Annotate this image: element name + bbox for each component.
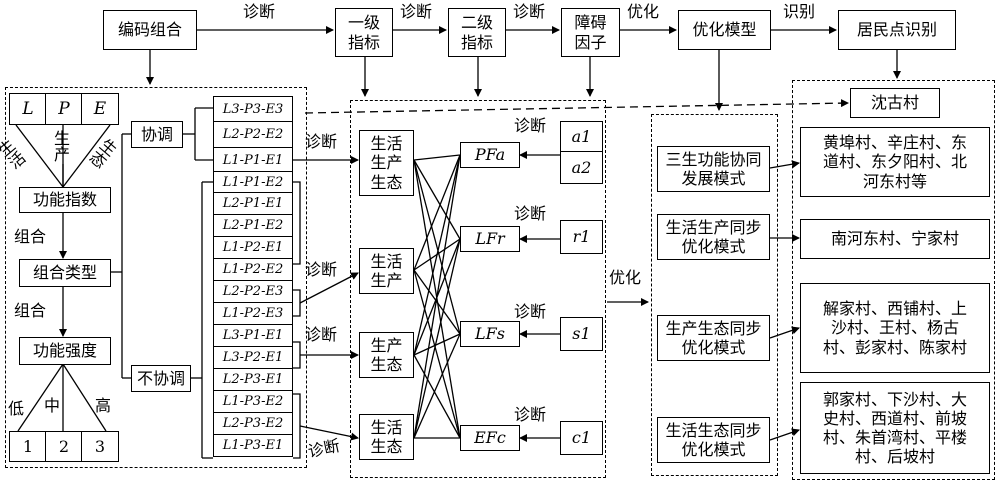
combo-row: L1-P2-E3: [213, 303, 293, 325]
combo-row: L1-P3-E2: [213, 391, 293, 413]
lpe-p-cell: P: [45, 93, 83, 125]
combo-row: L2-P3-E1: [213, 369, 293, 391]
factor-r1: r1: [560, 220, 603, 254]
village-group-1: 黄埠村、辛庄村、东道村、东夕阳村、北河东村等: [800, 127, 990, 197]
lpe-e-cell: E: [81, 93, 119, 125]
uncoordinate-box: 不协调: [131, 365, 191, 392]
func-index-box: 功能指数: [19, 187, 111, 213]
settlement-box: 居民点识别: [838, 10, 956, 50]
lpe-l-cell: L: [9, 93, 47, 125]
village-group-3: 解家村、西铺村、上沙村、王村、杨古村、彭家村、陈家村: [800, 283, 990, 373]
combo-row: L1-P2-E2: [213, 259, 293, 281]
mid-diag-label-3: 诊断: [305, 325, 338, 344]
level-value-3: 3: [81, 431, 119, 462]
uncoordinated-combo-list: L1-P1-E2 L2-P1-E1 L2-P1-E2 L1-P2-E1 L1-P…: [213, 171, 293, 457]
middle-region: [350, 100, 606, 478]
combine-label-1: 组合: [14, 227, 47, 246]
model-synergy: 三生功能协同发展模式: [657, 146, 770, 192]
combine-label-2: 组合: [14, 301, 47, 320]
village-shengu: 沈古村: [850, 88, 940, 118]
combo-row: L1-P3-E1: [213, 435, 293, 457]
func-strength-box: 功能强度: [19, 337, 111, 365]
indicator-lfr: LFr: [460, 226, 520, 252]
function-box-le: 生活 生态: [359, 414, 414, 460]
coordinated-combo-list: L3-P3-E3 L2-P2-E2 L1-P1-E1: [213, 96, 293, 174]
level1-box: 一级 指标: [335, 8, 393, 57]
optimize-label-top: 优化: [627, 2, 660, 21]
barrier-diag-label-1: 诊断: [514, 116, 547, 135]
barrier-box: 障碍 因子: [561, 8, 620, 57]
level-value-2: 2: [45, 431, 83, 462]
indicator-efc: EFc: [460, 425, 520, 451]
function-box-lpe: 生活 生产 生态: [359, 130, 414, 196]
combo-box: 编码组合: [103, 10, 197, 50]
function-box-lp: 生活 生产: [359, 248, 414, 294]
factor-s1: s1: [560, 317, 603, 351]
optimize-label-mid: 优化: [609, 268, 642, 287]
village-group-2: 南河东村、宁家村: [800, 219, 990, 259]
model-production-ecology: 生产生态同步优化模式: [657, 315, 770, 361]
diag-label-3: 诊断: [513, 2, 546, 21]
combo-type-box: 组合类型: [19, 259, 111, 287]
left-region: [5, 87, 307, 468]
identify-label: 识别: [783, 2, 816, 21]
level-mid: 中: [44, 396, 61, 415]
combo-row: L2-P2-E3: [213, 281, 293, 303]
village-group-4: 郭家村、下沙村、大史村、西道村、前坡村、朱首湾村、平楼村、后坡村: [800, 382, 990, 474]
village-region: [792, 80, 995, 480]
model-region: [651, 114, 778, 476]
level2-box: 二级 指标: [448, 8, 506, 57]
combo-row: L2-P3-E2: [213, 413, 293, 435]
level-high: 高: [95, 396, 112, 415]
factor-c1: c1: [560, 421, 603, 455]
barrier-diag-label-2: 诊断: [514, 204, 547, 223]
barrier-diag-label-3: 诊断: [514, 302, 547, 321]
model-life-production: 生活生产同步优化模式: [657, 214, 770, 260]
combo-row: L3-P3-E3: [213, 96, 293, 122]
function-box-pe: 生产 生态: [359, 332, 414, 378]
diag-label-1: 诊断: [243, 2, 276, 21]
combo-row: L2-P2-E2: [213, 122, 293, 148]
barrier-diag-label-4: 诊断: [514, 405, 547, 424]
factor-a1: a1: [560, 121, 603, 153]
diag-label-2: 诊断: [400, 2, 433, 21]
combo-row: L2-P1-E2: [213, 215, 293, 237]
model-life-ecology: 生活生态同步优化模式: [657, 417, 770, 463]
indicator-lfs: LFs: [460, 321, 520, 347]
combo-row: L1-P1-E1: [213, 148, 293, 174]
combo-row: L3-P2-E1: [213, 347, 293, 369]
factor-a2: a2: [560, 151, 603, 184]
combo-row: L1-P1-E2: [213, 171, 293, 193]
combo-row: L3-P1-E1: [213, 325, 293, 347]
combo-row: L1-P2-E1: [213, 237, 293, 259]
model-box: 优化模型: [678, 10, 771, 50]
coordinate-box: 协调: [131, 121, 183, 148]
mid-diag-label-2: 诊断: [305, 260, 338, 279]
mid-diag-label-1: 诊断: [305, 132, 338, 151]
level-value-1: 1: [9, 431, 47, 462]
level-low: 低: [8, 399, 25, 418]
tri-label-production: 生产: [51, 130, 70, 162]
combo-row: L2-P1-E1: [213, 193, 293, 215]
indicator-pfa: PFa: [460, 142, 520, 168]
